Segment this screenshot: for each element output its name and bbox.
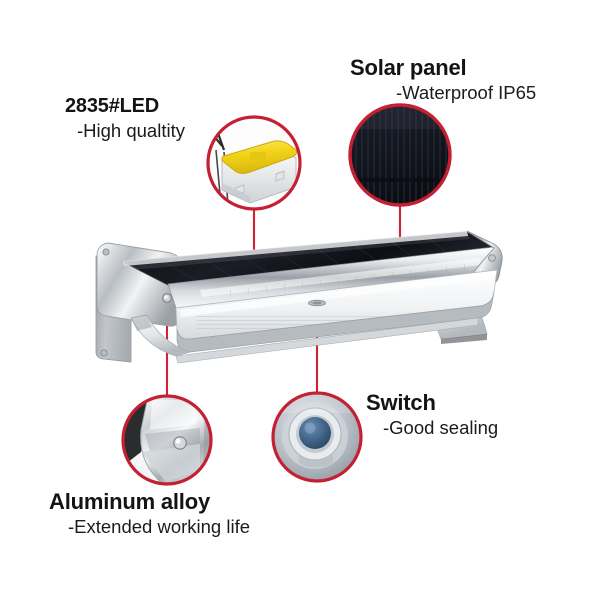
callout-label-aluminum-alloy: Aluminum alloy -Extended working life (49, 490, 250, 537)
left-lower-skirt (130, 314, 192, 357)
callout-subtitle-solar-panel: -Waterproof IP65 (396, 82, 537, 104)
callout-circle-aluminum-alloy (121, 394, 213, 486)
housing-screw-highlight (164, 295, 168, 299)
callout-subtitle-switch: -Good sealing (383, 417, 499, 439)
callout-subtitle-aluminum-alloy: -Extended working life (68, 516, 251, 538)
callout-title-switch: Switch (366, 390, 436, 415)
smd-led-chip-icon (208, 117, 300, 209)
bottom-front-edge (175, 317, 479, 364)
callout-circle-solar-panel (348, 103, 452, 207)
callout-label-solar-panel: Solar panel -Waterproof IP65 (350, 56, 536, 103)
callout-subtitle-led: -High qualtity (77, 120, 185, 141)
callout-title-solar-panel: Solar panel (350, 55, 467, 80)
diffuser-highlight (180, 272, 492, 317)
callout-label-led: 2835#LED -High qualtity (65, 95, 185, 141)
callout-title-led: 2835#LED (65, 95, 160, 117)
right-wing-shadow (441, 334, 487, 344)
callout-circle-led (206, 115, 302, 211)
bracket-left-edge (95, 255, 132, 363)
left-skirt-shadow (131, 315, 152, 331)
bracket-screw-bottom (100, 349, 108, 357)
bracket-screw-top (102, 248, 110, 256)
chrome-rail-sparkle (200, 258, 481, 297)
alloy-bracket-corner-icon (123, 396, 211, 484)
callout-circle-switch (271, 391, 363, 483)
chrome-rail-texture (229, 263, 466, 297)
callout-label-switch: Switch -Good sealing (366, 391, 498, 438)
right-cap-screw (488, 254, 496, 262)
callout-title-aluminum-alloy: Aluminum alloy (49, 489, 210, 514)
power-switch-inner (312, 301, 322, 305)
product-solar-wall-light (95, 230, 503, 364)
panel-top-trim (122, 231, 468, 266)
